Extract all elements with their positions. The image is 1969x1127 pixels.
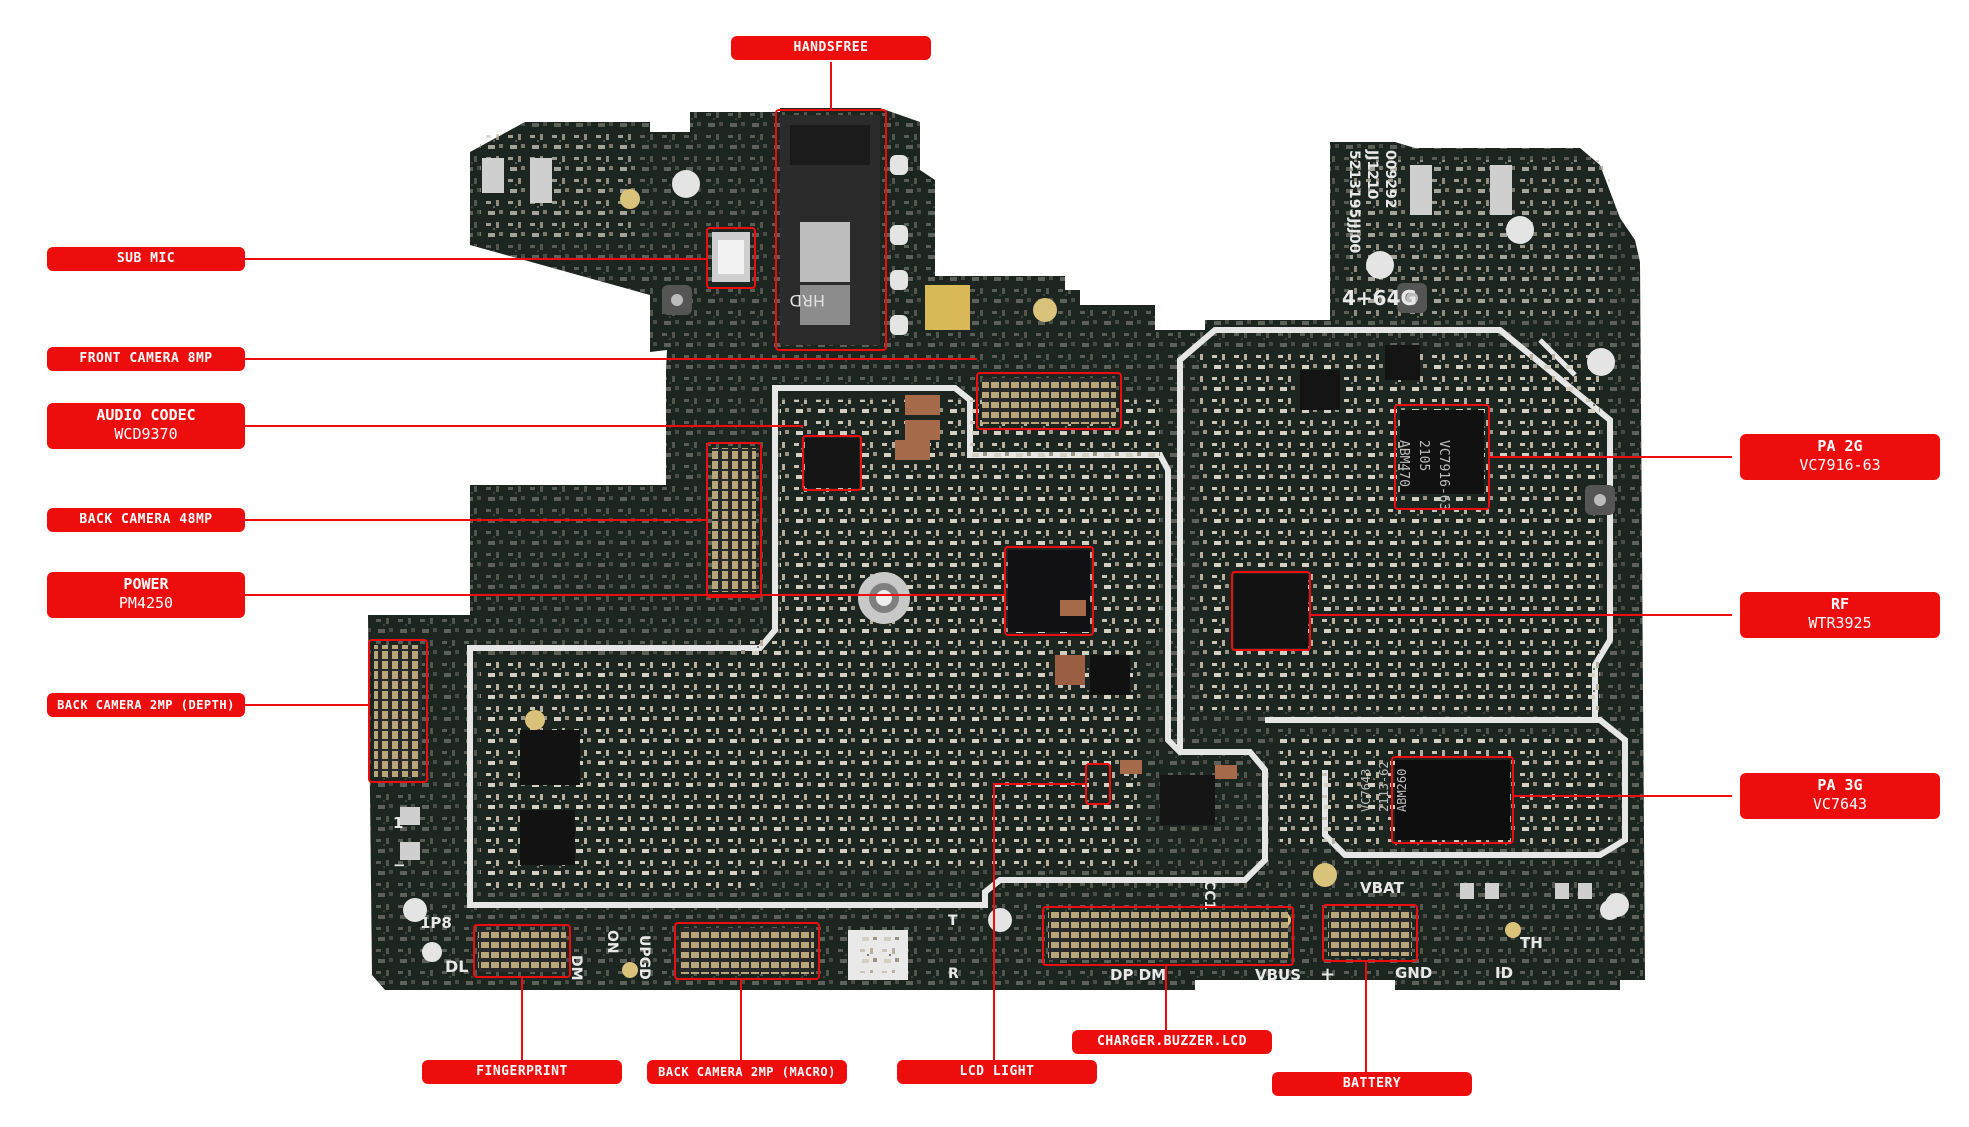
pa3g-chip-marking-2: 2113-62 [1377,761,1391,812]
highlight-audio-codec [802,435,862,491]
highlight-rf [1231,571,1311,651]
dm-silkscreen: DM [568,955,584,981]
shield-trace [467,385,1268,908]
pa2g-chip-marking-2: 2105 [1416,440,1431,471]
on-silkscreen: ON [604,930,620,954]
r-silkscreen: R [948,966,959,982]
cc1-silkscreen: CC1 [1201,880,1217,910]
pa2g-chip-marking-1: VC7916-63 [1436,440,1451,510]
highlight-back-camera-depth [368,639,428,783]
highlight-front-camera [976,372,1122,430]
dp-dm-silkscreen: DP DM [1110,966,1166,984]
label-handsfree: HANDSFREE [731,36,931,60]
pa2g-chip-marking-3: ABM470 [1396,440,1411,487]
label-charger: CHARGER.BUZZER.LCD [1072,1030,1272,1054]
one-silkscreen: 1 [393,814,403,832]
label-lcd-light: LCD LIGHT [897,1060,1097,1084]
ram-silkscreen: 4+64G [1342,286,1417,310]
id-silkscreen: ID [1495,964,1513,982]
dl-silkscreen: DL [445,957,468,976]
vbat-silkscreen: VBAT [1360,879,1404,897]
label-back-camera-macro: BACK CAMERA 2MP (MACRO) [647,1060,847,1084]
label-back-camera-depth: BACK CAMERA 2MP (DEPTH) [47,693,245,717]
ip8-silkscreen: 1P8 [420,914,452,932]
label-fingerprint: FINGERPRINT [422,1060,622,1084]
highlight-charger [1042,906,1294,966]
plus-silkscreen: + [1320,964,1335,985]
label-sub-mic: SUB MIC [47,247,245,271]
th-silkscreen: TH [1520,934,1543,952]
label-back-camera-48: BACK CAMERA 48MP [47,508,245,532]
highlight-back-camera-macro [674,922,820,980]
upgd-silkscreen: UPGD [636,935,652,980]
serial-silkscreen-2: JJ1210 [1364,149,1380,200]
pa3g-chip-marking-3: ABM260 [1395,769,1409,812]
hrd-silkscreen: HRD [790,291,825,310]
highlight-battery [1322,904,1418,962]
highlight-pa3g [1391,756,1514,844]
leader-lcd-light [993,783,1086,1060]
serial-silkscreen-1: 5213195JJJ00 [1346,150,1362,254]
label-battery: BATTERY [1272,1072,1472,1096]
pa3g-chip-marking-1: VC7643 [1359,769,1373,812]
vbus-silkscreen: VBUS [1255,966,1301,984]
label-front-camera: FRONT CAMERA 8MP [47,347,245,371]
minus-silkscreen: − [393,856,406,874]
serial-silkscreen-3: 009292 [1382,150,1398,208]
gnd-silkscreen: GND [1395,964,1432,982]
highlight-power [1004,546,1094,636]
t-silkscreen: T [948,913,958,929]
